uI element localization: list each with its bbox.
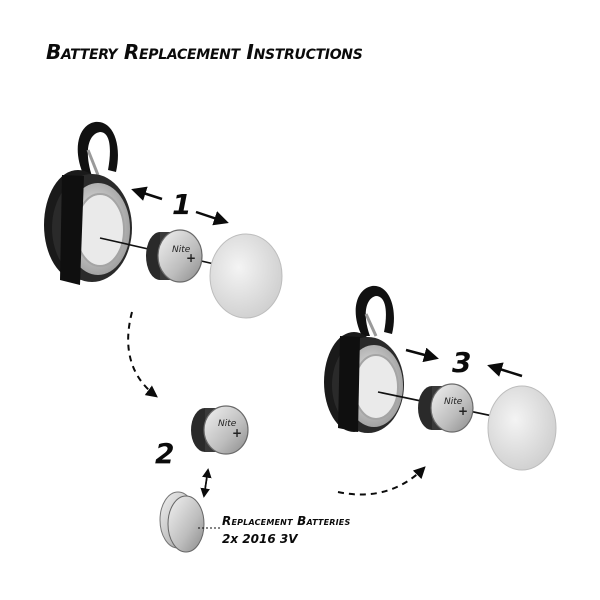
dashed-arrow-to-step-3 — [337, 466, 426, 496]
dashed-arrow-to-step-2 — [127, 311, 158, 398]
replacement-coin-cells — [159, 491, 205, 553]
lens-cover-1 — [209, 233, 283, 319]
battery-stack-3: Nite + — [418, 383, 474, 433]
replacement-batteries-label: Replacement Batteries — [222, 514, 351, 528]
step-3-label: 3 — [452, 346, 471, 379]
lens-cover-3 — [487, 385, 557, 471]
step-3-arrow-in-left — [405, 347, 439, 363]
page-title: Battery Replacement Instructions — [46, 40, 363, 64]
light-device-1 — [44, 121, 132, 285]
step-1-label: 1 — [172, 188, 191, 221]
swap-arrow-up — [202, 468, 212, 497]
svg-text:Nite: Nite — [172, 245, 191, 255]
battery-stack-1: Nite + — [146, 229, 203, 283]
svg-text:+: + — [186, 251, 196, 265]
svg-text:Nite: Nite — [218, 419, 237, 429]
step-1-arrow-left — [131, 186, 163, 201]
battery-stack-2: Nite + — [191, 405, 249, 455]
carabiner-clip-1 — [77, 121, 118, 176]
step-1-arrow-right — [195, 210, 229, 226]
step-3-arrow-in-right — [487, 362, 523, 378]
svg-text:+: + — [458, 404, 468, 418]
svg-text:+: + — [232, 426, 242, 440]
carabiner-clip-3 — [355, 285, 394, 336]
light-device-3 — [324, 285, 404, 433]
svg-text:Nite: Nite — [444, 397, 463, 407]
battery-spec-label: 2x 2016 3V — [222, 532, 298, 546]
step-2-label: 2 — [155, 437, 174, 470]
